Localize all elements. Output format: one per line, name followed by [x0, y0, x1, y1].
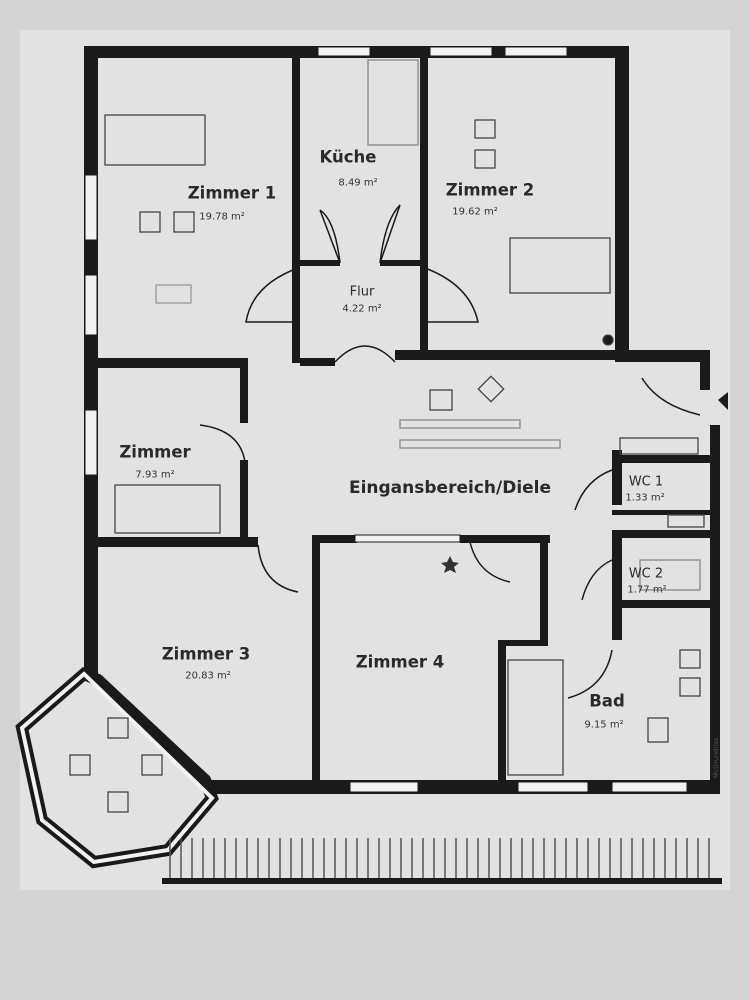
- room-zimmer-name: Zimmer: [119, 442, 191, 462]
- fixtures: [69, 59, 705, 813]
- room-zimmer-1-name: Zimmer 1: [187, 183, 277, 203]
- ceiling-light-icon: [441, 556, 459, 573]
- room-bad-name: Bad: [589, 691, 625, 711]
- room-zimmer-2-area: 19.62 m²: [452, 206, 498, 218]
- walls: [84, 46, 720, 794]
- railing-base: [162, 878, 722, 884]
- railing: [169, 838, 710, 880]
- room-zimmer-4-name: Zimmer 4: [355, 652, 445, 672]
- room-flur-name: Flur: [349, 284, 375, 300]
- room-wc-1-name: WC 1: [628, 474, 664, 490]
- room-kueche-area: 8.49 m²: [338, 177, 378, 189]
- bay-window: [15, 667, 219, 869]
- room-zimmer-2-name: Zimmer 2: [445, 180, 535, 200]
- room-kueche-name: Küche: [319, 147, 377, 167]
- room-flur-area: 4.22 m²: [342, 303, 382, 315]
- doors: [199, 204, 701, 699]
- room-wc-1-area: 1.33 m²: [625, 492, 665, 504]
- room-wc-2-name: WC 2: [628, 566, 664, 582]
- room-eingangsbereich-name: Eingansbereich/Diele: [348, 478, 552, 498]
- room-zimmer-area: 7.93 m²: [135, 469, 175, 481]
- architect-signature: McGrundriss: [712, 737, 720, 778]
- room-bad-area: 9.15 m²: [584, 719, 624, 731]
- room-wc-2-area: 1.77 m²: [627, 584, 667, 596]
- room-zimmer-3-name: Zimmer 3: [161, 644, 251, 664]
- room-zimmer-3-area: 20.83 m²: [185, 670, 231, 682]
- windows: [84, 46, 688, 793]
- room-zimmer-1-area: 19.78 m²: [199, 211, 245, 223]
- entry-arrow-icon: [718, 392, 728, 410]
